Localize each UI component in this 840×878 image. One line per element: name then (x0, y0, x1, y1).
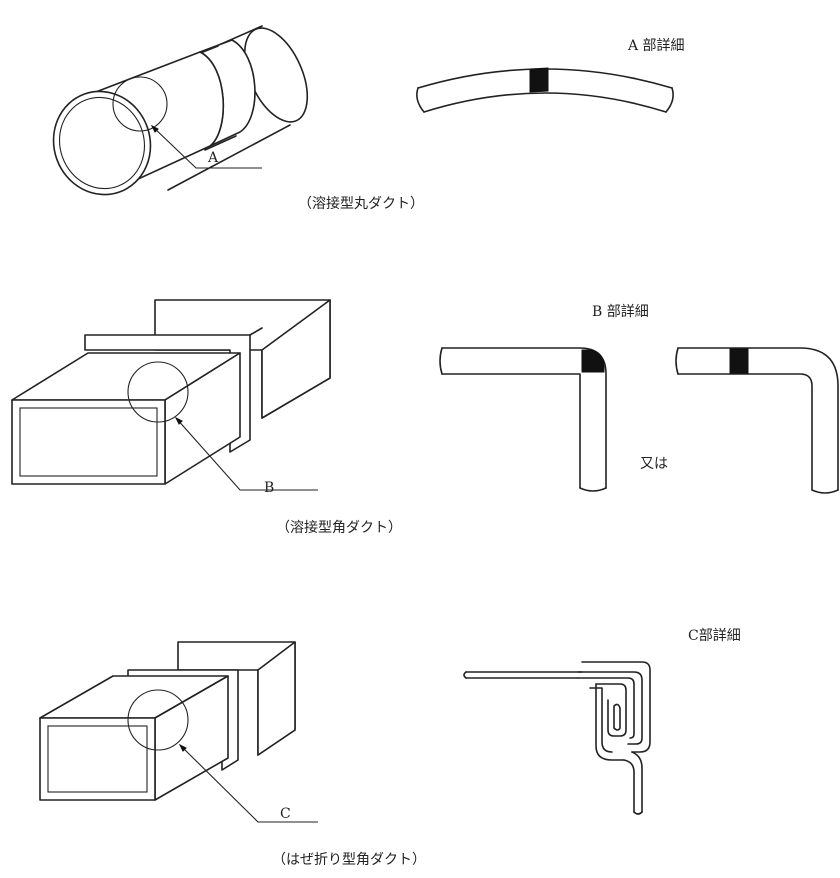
detail-b-right-drawing (675, 347, 839, 494)
detail-b-left-drawing (439, 347, 607, 492)
callout-leader-c (178, 743, 318, 823)
caption-folded-seam-square-duct: （はぜ折り型角ダクト） (272, 852, 426, 868)
detail-title-b: B 部詳細 (592, 304, 649, 320)
detail-a-drawing (416, 67, 674, 113)
square-duct-c-drawing (39, 641, 296, 801)
square-duct-b-drawing (11, 299, 331, 485)
caption-welded-round-duct: （溶接型丸ダクト） (298, 195, 424, 212)
weld-mark-a (529, 67, 549, 93)
callout-leader-a (150, 124, 262, 169)
detail-title-c: C部詳細 (688, 628, 741, 644)
callout-leader-b (174, 416, 318, 491)
weld-mark-b-corner (581, 349, 605, 373)
callout-letter-c: C (280, 806, 291, 822)
weld-mark-b-straight (729, 348, 749, 374)
detail-title-a: A 部詳細 (627, 38, 685, 54)
callout-letter-b: B (264, 480, 274, 496)
round-duct-drawing (52, 25, 309, 196)
caption-welded-square-duct: （溶接型角ダクト） (276, 519, 402, 536)
alt-text-or: 又は (640, 456, 668, 472)
detail-c-drawing (463, 661, 651, 815)
callout-letter-a: A (207, 150, 219, 166)
